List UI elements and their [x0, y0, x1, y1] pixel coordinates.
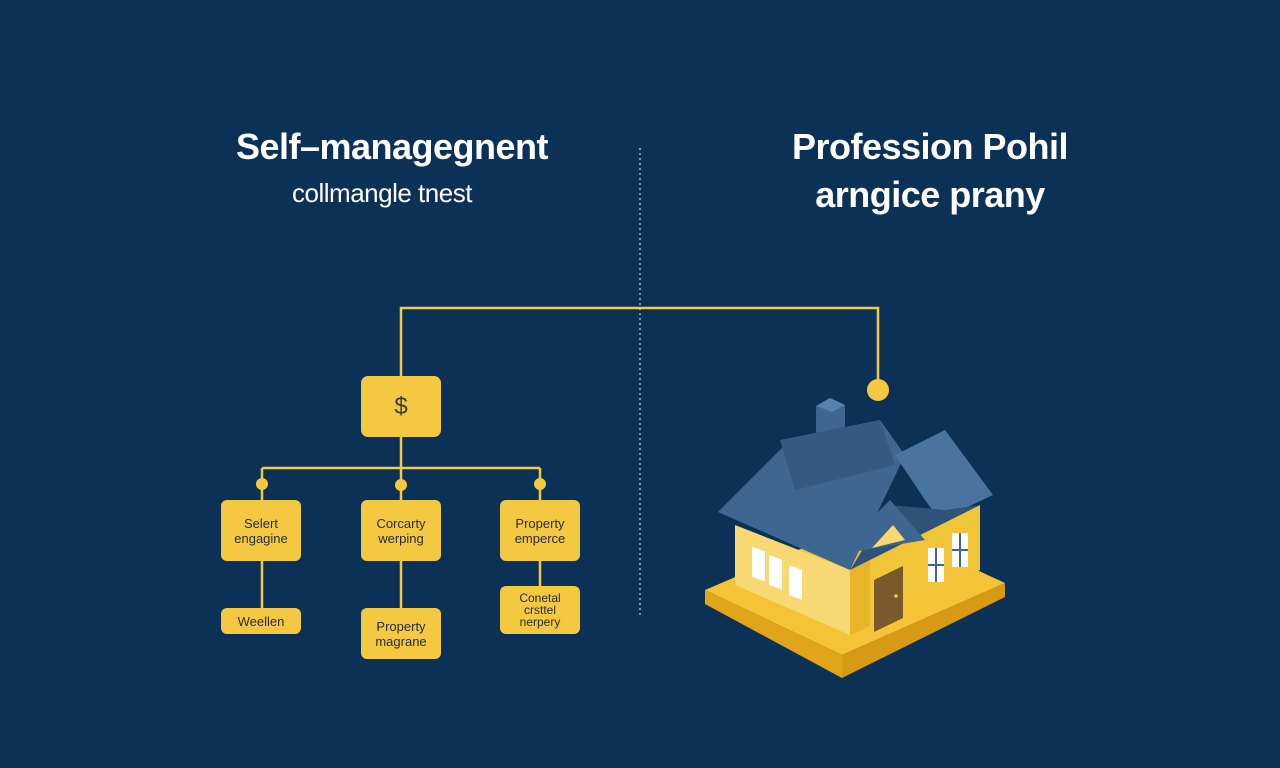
right-panel-title-line1: Profession Pohil [791, 126, 1069, 167]
leaf-box-1: Weellen [221, 608, 301, 634]
right-panel-title-line2: arngice prany [815, 174, 1045, 215]
house-icon [705, 398, 1005, 678]
branch-dot-1 [256, 478, 268, 490]
left-panel-title: Self–managegnent [235, 126, 549, 167]
branch-dot-2 [395, 479, 407, 491]
leaf-box-2: Property magrane [361, 608, 441, 659]
branch-box-3: Property emperce [500, 500, 580, 561]
house-connector-dot [867, 379, 889, 401]
top-connector [399, 306, 880, 380]
leaf-box-3: Conetal crsttel nerpery [500, 586, 580, 634]
branch-box-1: Selert engagine [221, 500, 301, 561]
branch-box-2: Corcarty werping [361, 500, 441, 561]
dollar-icon: $ [361, 376, 441, 437]
branch-dot-3 [534, 478, 546, 490]
left-panel-subtitle: collmangle tnest [292, 178, 472, 208]
